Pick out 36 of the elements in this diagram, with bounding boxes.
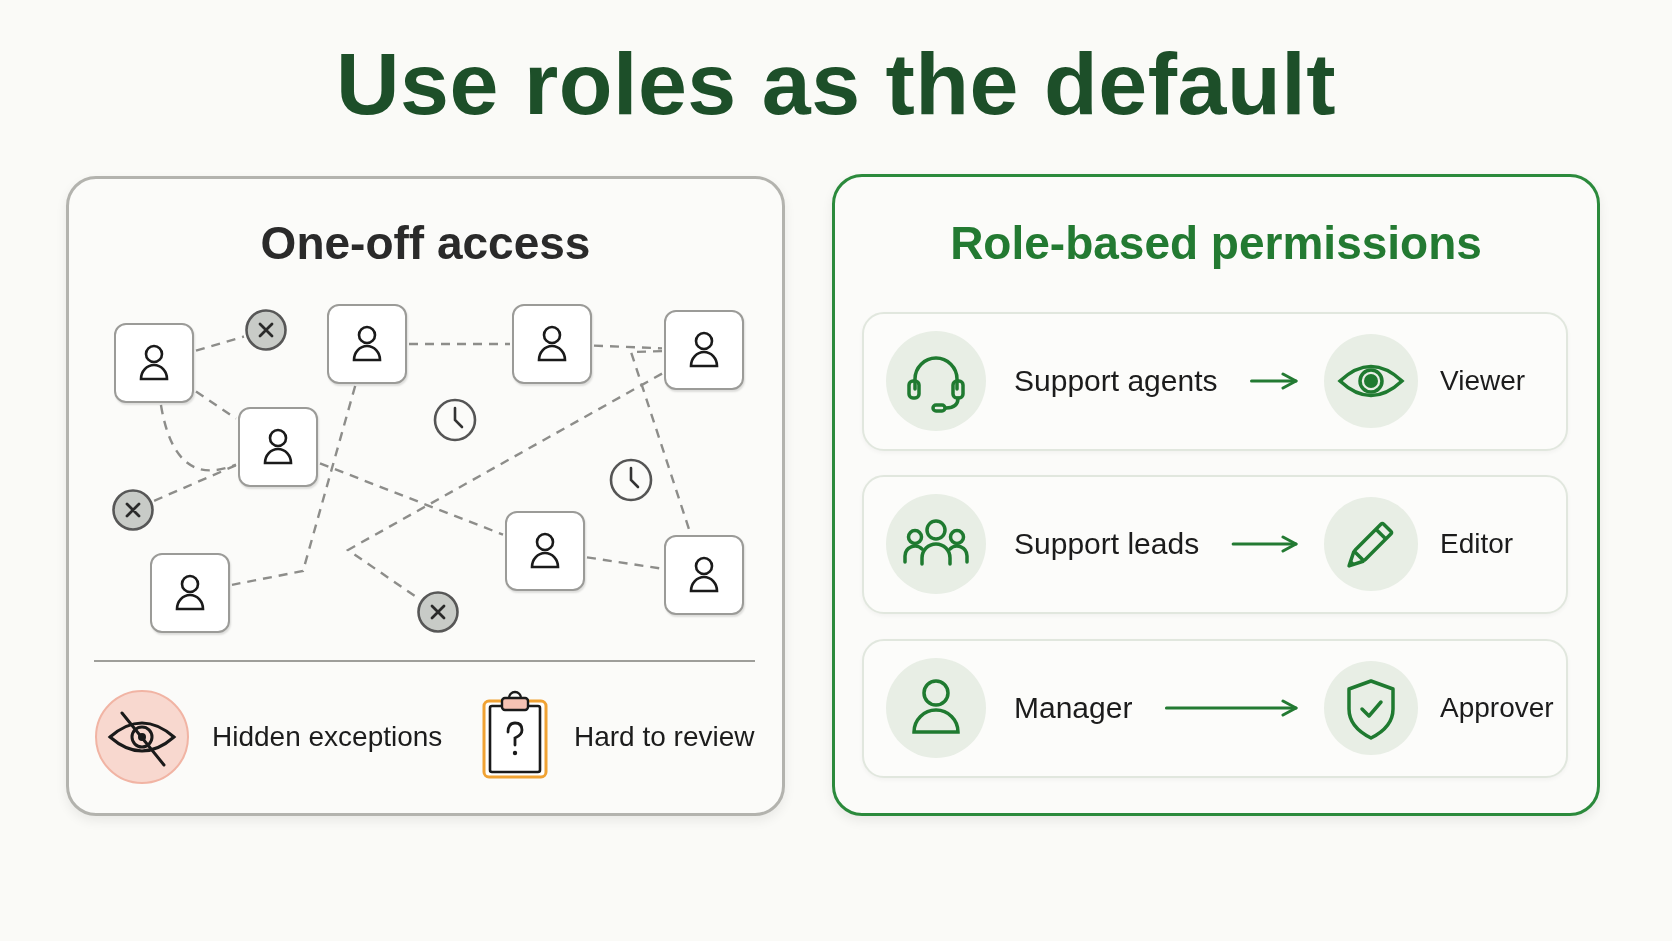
arrow bbox=[1164, 699, 1298, 717]
dashed-connector bbox=[153, 464, 237, 502]
role-row bbox=[862, 639, 1568, 778]
dashed-connector bbox=[409, 342, 510, 346]
person-tile bbox=[327, 304, 407, 384]
dashed-connector bbox=[319, 462, 504, 536]
role-row bbox=[862, 475, 1568, 614]
issue-label: Hard to review bbox=[574, 720, 755, 754]
role-row bbox=[862, 312, 1568, 451]
person-tile bbox=[664, 310, 744, 390]
role-label: Support leads bbox=[1014, 526, 1200, 562]
permission-label: Editor bbox=[1440, 527, 1514, 561]
dashed-connector bbox=[593, 344, 663, 350]
dashed-connector bbox=[345, 372, 663, 600]
issue-label: Hidden exceptions bbox=[212, 720, 443, 754]
person-tile bbox=[505, 511, 585, 591]
role-label: Manager bbox=[1014, 690, 1133, 726]
person-tile bbox=[664, 535, 744, 615]
panel-heading: One-off access bbox=[260, 217, 591, 270]
arrow bbox=[1231, 535, 1298, 553]
panel bbox=[832, 174, 1600, 816]
arrow bbox=[1250, 372, 1298, 390]
dashed-connector bbox=[195, 390, 237, 420]
person-tile bbox=[150, 553, 230, 633]
dashed-connector bbox=[159, 404, 237, 472]
person-tile bbox=[114, 323, 194, 403]
panel bbox=[66, 176, 785, 816]
dashed-connector bbox=[231, 385, 357, 586]
person-tile bbox=[512, 304, 592, 384]
panel-heading: Role-based permissions bbox=[950, 217, 1482, 270]
person-tile bbox=[238, 407, 318, 487]
permission-label: Approver bbox=[1440, 691, 1554, 725]
dashed-connector bbox=[195, 335, 245, 352]
permission-label: Viewer bbox=[1440, 364, 1526, 398]
role-label: Support agents bbox=[1014, 363, 1218, 399]
title: Use roles as the default bbox=[336, 36, 1336, 133]
